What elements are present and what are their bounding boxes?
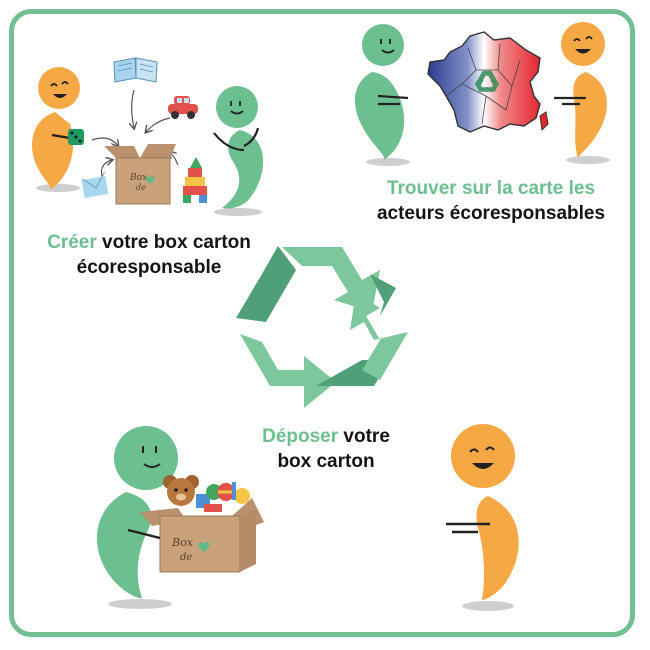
green-character-bottom bbox=[96, 426, 178, 609]
svg-text:de: de bbox=[180, 552, 192, 563]
step-create-text-line2: écoresponsable bbox=[76, 257, 222, 278]
toy-blocks-icon bbox=[183, 157, 207, 203]
toys-pile bbox=[196, 482, 250, 512]
svg-text:Box: Box bbox=[171, 536, 194, 549]
dice-icon bbox=[68, 129, 84, 145]
france-map-icon bbox=[427, 31, 549, 133]
green-character-left bbox=[213, 86, 264, 216]
toy-car-icon bbox=[168, 96, 198, 119]
deposit-scene: Box de bbox=[96, 426, 264, 609]
arm-line bbox=[127, 528, 161, 540]
step-find-caption: Trouver sur la carte les acteurs écoresp… bbox=[350, 176, 632, 226]
orange-character-bottom bbox=[446, 424, 519, 611]
svg-text:Box: Box bbox=[129, 173, 147, 183]
recycle-icon bbox=[236, 246, 408, 408]
step-deposit-highlight: Déposer bbox=[262, 426, 339, 447]
orange-character-right bbox=[554, 22, 610, 164]
green-character-right bbox=[354, 24, 410, 166]
cardboard-box-icon: Box de bbox=[104, 144, 176, 205]
step-deposit-caption: Déposer votre box carton bbox=[236, 424, 416, 474]
orange-character-left bbox=[32, 67, 80, 192]
step-find-text-line2: acteurs écoresponsables bbox=[376, 203, 606, 224]
teddy-bear-icon bbox=[163, 475, 199, 506]
step-create-text: votre box carton bbox=[96, 232, 251, 253]
book-icon bbox=[113, 57, 158, 83]
step-create-caption: Créer votre box carton écoresponsable bbox=[18, 230, 280, 280]
envelope-icon bbox=[81, 171, 109, 198]
create-box-scene: Box de bbox=[32, 57, 264, 216]
map-scene bbox=[354, 22, 610, 166]
step-deposit-text: votre bbox=[338, 426, 390, 447]
svg-text:de: de bbox=[136, 183, 146, 192]
step-deposit-text-line2: box carton bbox=[277, 451, 375, 472]
illustration-frame bbox=[9, 9, 635, 637]
cardboard-box-icon: Box de bbox=[140, 498, 264, 573]
step-find-highlight: Trouver sur la carte les bbox=[386, 178, 596, 199]
step-create-highlight: Créer bbox=[47, 232, 97, 253]
item-arrows bbox=[91, 89, 179, 177]
